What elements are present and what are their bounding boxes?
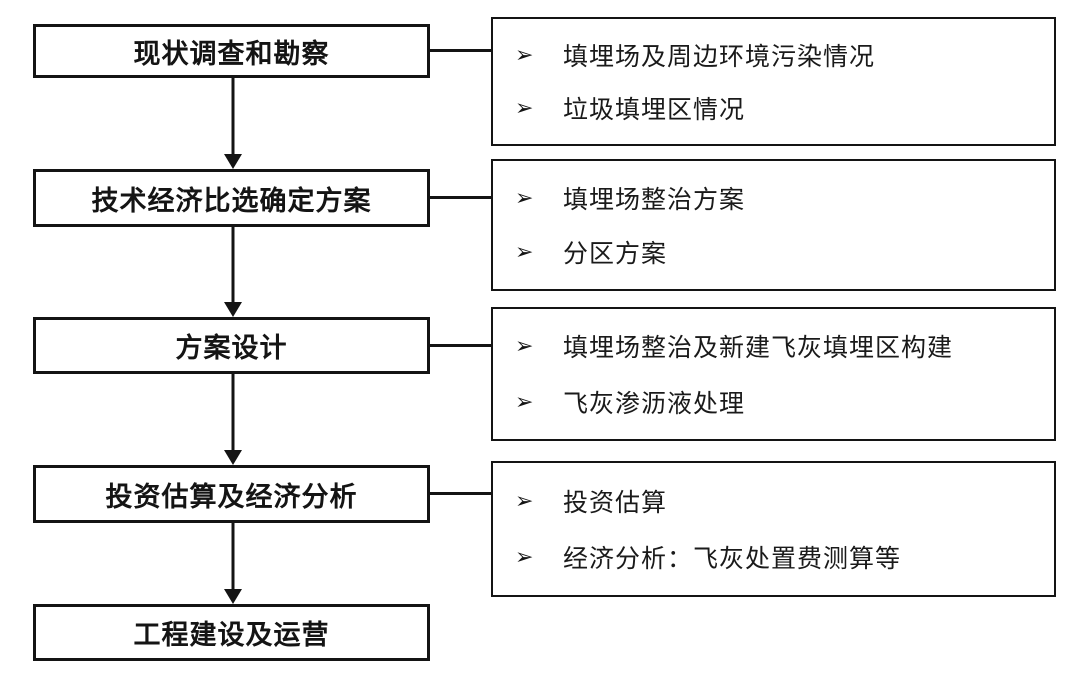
stage-box-survey: 现状调查和勘察 — [33, 24, 430, 78]
stage-box-design: 方案设计 — [33, 317, 430, 374]
detail-item: ➢ 经济分析：飞灰处置费测算等 — [515, 539, 1054, 575]
stage-box-construction: 工程建设及运营 — [33, 604, 430, 661]
detail-text: 分区方案 — [563, 240, 668, 269]
flow-arrow-1 — [216, 78, 250, 169]
detail-item: ➢ 垃圾填埋区情况 — [515, 90, 1054, 126]
stage-box-comparison: 技术经济比选确定方案 — [33, 169, 430, 227]
details-box-design: ➢ 填埋场整治及新建飞灰填埋区构建 ➢ 飞灰渗沥液处理 — [491, 307, 1056, 441]
connector-2 — [430, 196, 491, 199]
arrow-bullet-icon: ➢ — [515, 488, 534, 513]
detail-item: ➢ 填埋场整治方案 — [515, 180, 1054, 216]
flow-arrow-2 — [216, 227, 250, 317]
detail-item: ➢ 填埋场及周边环境污染情况 — [515, 37, 1054, 73]
detail-text: 填埋场整治方案 — [563, 185, 746, 214]
arrow-head-icon — [224, 450, 242, 465]
arrow-bullet-icon: ➢ — [515, 95, 534, 121]
detail-text: 填埋场整治及新建飞灰填埋区构建 — [563, 334, 954, 363]
connector-4 — [430, 492, 491, 495]
detail-item: ➢ 填埋场整治及新建飞灰填埋区构建 — [515, 328, 1054, 364]
arrow-line — [231, 227, 235, 305]
arrow-bullet-icon: ➢ — [515, 184, 534, 210]
details-box-investment: ➢ 投资估算 ➢ 经济分析：飞灰处置费测算等 — [491, 461, 1056, 597]
details-box-comparison: ➢ 填埋场整治方案 ➢ 分区方案 — [491, 159, 1056, 291]
detail-text: 投资估算 — [563, 489, 668, 517]
arrow-line — [231, 78, 235, 157]
arrow-line — [231, 523, 235, 592]
stage-label: 投资估算及经济分析 — [105, 481, 358, 512]
arrow-bullet-icon: ➢ — [515, 388, 534, 414]
connector-3 — [430, 344, 491, 347]
stage-label: 技术经济比选确定方案 — [91, 185, 372, 216]
connector-1 — [430, 49, 491, 52]
detail-text: 垃圾填埋区情况 — [563, 96, 746, 125]
stage-label: 现状调查和勘察 — [133, 38, 330, 69]
arrow-bullet-icon: ➢ — [515, 239, 534, 265]
detail-text: 填埋场及周边环境污染情况 — [563, 42, 876, 71]
arrow-bullet-icon: ➢ — [515, 41, 534, 67]
stage-label: 工程建设及运营 — [133, 620, 330, 650]
stage-label: 方案设计 — [175, 333, 288, 363]
arrow-bullet-icon: ➢ — [515, 333, 534, 359]
detail-item: ➢ 投资估算 — [515, 483, 1054, 519]
detail-item: ➢ 飞灰渗沥液处理 — [515, 384, 1054, 420]
detail-text: 经济分析：飞灰处置费测算等 — [563, 545, 902, 573]
stage-box-investment: 投资估算及经济分析 — [33, 465, 430, 523]
detail-item: ➢ 分区方案 — [515, 234, 1054, 270]
flow-arrow-4 — [216, 523, 250, 604]
details-box-survey: ➢ 填埋场及周边环境污染情况 ➢ 垃圾填埋区情况 — [491, 17, 1056, 146]
arrow-head-icon — [224, 154, 242, 169]
arrow-bullet-icon: ➢ — [515, 544, 534, 569]
detail-text: 飞灰渗沥液处理 — [563, 389, 746, 418]
flow-arrow-3 — [216, 374, 250, 465]
arrow-head-icon — [224, 589, 242, 604]
arrow-line — [231, 374, 235, 453]
arrow-head-icon — [224, 302, 242, 317]
